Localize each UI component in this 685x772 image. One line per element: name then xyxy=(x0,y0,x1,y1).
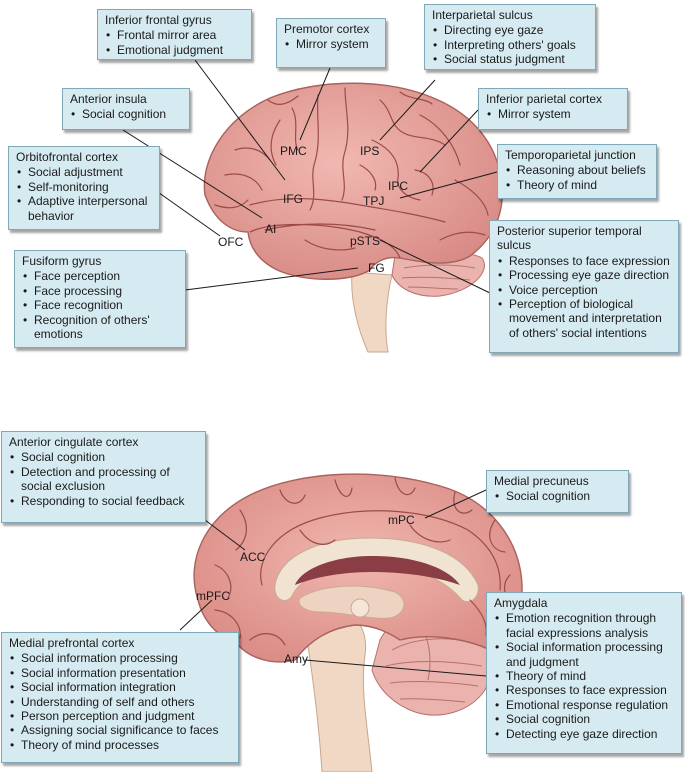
box-title: Anterior insula xyxy=(70,92,147,106)
box-item: Understanding of self and others xyxy=(9,695,231,710)
label-pmc: PMC xyxy=(280,144,307,158)
box-inferior-frontal-gyrus: Inferior frontal gyrus Frontal mirror ar… xyxy=(97,9,252,60)
label-ips: IPS xyxy=(360,144,379,158)
box-item: Social information processing and judgme… xyxy=(494,640,674,669)
box-item: Detection and processing of social exclu… xyxy=(9,465,198,494)
box-item: Theory of mind processes xyxy=(9,738,231,753)
box-premotor-cortex: Premotor cortex Mirror system xyxy=(276,18,386,68)
label-amy: Amy xyxy=(284,652,308,666)
box-item: Responses to face expression xyxy=(494,683,674,698)
box-item: Mirror system xyxy=(284,37,378,52)
box-orbitofrontal-cortex: Orbitofrontal cortex Social adjustmentSe… xyxy=(8,146,160,230)
label-tpj: TPJ xyxy=(363,194,384,208)
label-mpfc: mPFC xyxy=(196,589,230,603)
box-title: Fusiform gyrus xyxy=(22,254,102,268)
label-psts: pSTS xyxy=(350,234,380,248)
lateral-cerebrum xyxy=(203,82,503,280)
label-mpc: mPC xyxy=(388,513,415,527)
box-medial-precuneus: Medial precuneus Social cognition xyxy=(486,470,629,513)
region-labels: PMC IPS IFG IPC TPJ AI OFC pSTS FG mPC A… xyxy=(196,144,415,666)
leader-lines xyxy=(122,59,498,677)
box-item: Face processing xyxy=(22,284,178,299)
box-item: Interpreting others' goals xyxy=(432,38,588,53)
box-item: Social cognition xyxy=(494,489,621,504)
box-title: Posterior superior temporal sulcus xyxy=(497,224,642,253)
medial-brainstem xyxy=(304,611,373,772)
box-item: Social information processing xyxy=(9,651,231,666)
box-item: Recognition of others' emotions xyxy=(22,313,178,342)
box-item: Mirror system xyxy=(486,107,620,122)
box-item: Social cognition xyxy=(70,107,182,122)
lateral-ventricle xyxy=(295,556,460,585)
box-title: Anterior cingulate cortex xyxy=(9,435,139,449)
box-anterior-insula: Anterior insula Social cognition xyxy=(62,88,190,130)
box-item: Social cognition xyxy=(494,712,674,727)
box-posterior-superior-temporal-sulcus: Posterior superior temporal sulcus Respo… xyxy=(489,220,679,353)
box-item: Emotional judgment xyxy=(105,43,244,58)
box-item: Detecting eye gaze direction xyxy=(494,727,674,742)
box-item: Social information integration xyxy=(9,680,231,695)
box-item: Emotion recognition through facial expre… xyxy=(494,611,674,640)
box-item: Perception of biological movement and in… xyxy=(497,297,671,340)
box-item: Social information presentation xyxy=(9,666,231,681)
lateral-brainstem xyxy=(351,271,393,353)
box-item: Frontal mirror area xyxy=(105,28,244,43)
box-item: Face perception xyxy=(22,269,178,284)
medial-brain xyxy=(193,473,523,772)
box-title: Amygdala xyxy=(494,596,548,610)
box-anterior-cingulate-cortex: Anterior cingulate cortex Social cogniti… xyxy=(1,431,206,523)
box-item: Responding to social feedback xyxy=(9,494,198,509)
box-item: Self-monitoring xyxy=(16,180,152,195)
box-medial-prefrontal-cortex: Medial prefrontal cortex Social informat… xyxy=(1,632,239,763)
box-amygdala: Amygdala Emotion recognition through fac… xyxy=(486,592,682,754)
box-title: Interparietal sulcus xyxy=(432,8,533,22)
box-item: Voice perception xyxy=(497,283,671,298)
box-inferior-parietal-cortex: Inferior parietal cortex Mirror system xyxy=(478,88,628,130)
box-item: Emotional response regulation xyxy=(494,698,674,713)
box-item: Adaptive interpersonal behavior xyxy=(16,194,152,223)
box-temporoparietal-junction: Temporoparietal junction Reasoning about… xyxy=(497,144,657,199)
box-item: Theory of mind xyxy=(505,178,649,193)
box-title: Medial prefrontal cortex xyxy=(9,636,135,650)
label-ipc: IPC xyxy=(388,179,408,193)
box-title: Medial precuneus xyxy=(494,474,589,488)
box-item: Face recognition xyxy=(22,298,178,313)
label-ifg: IFG xyxy=(283,192,303,206)
box-item: Theory of mind xyxy=(494,669,674,684)
box-title: Premotor cortex xyxy=(284,22,370,36)
box-item: Reasoning about beliefs xyxy=(505,163,649,178)
box-item: Directing eye gaze xyxy=(432,23,588,38)
box-item: Social adjustment xyxy=(16,165,152,180)
label-ai: AI xyxy=(265,222,276,236)
corpus-callosum xyxy=(274,537,479,603)
box-title: Temporoparietal junction xyxy=(505,148,636,162)
box-item: Social status judgment xyxy=(432,52,588,67)
box-title: Inferior parietal cortex xyxy=(486,92,603,106)
box-item: Responses to face expression xyxy=(497,254,671,269)
box-item: Processing eye gaze direction xyxy=(497,268,671,283)
label-fg: FG xyxy=(368,261,385,275)
box-fusiform-gyrus: Fusiform gyrus Face perceptionFace proce… xyxy=(14,250,186,348)
box-interparietal-sulcus: Interparietal sulcus Directing eye gazeI… xyxy=(424,4,596,70)
box-item: Person perception and judgment xyxy=(9,709,231,724)
box-item: Assigning social significance to faces xyxy=(9,723,231,738)
box-title: Inferior frontal gyrus xyxy=(105,13,212,27)
label-ofc: OFC xyxy=(218,235,244,249)
label-acc: ACC xyxy=(240,550,266,564)
lateral-brain xyxy=(203,82,503,353)
box-title: Orbitofrontal cortex xyxy=(16,150,119,164)
box-item: Social cognition xyxy=(9,450,198,465)
